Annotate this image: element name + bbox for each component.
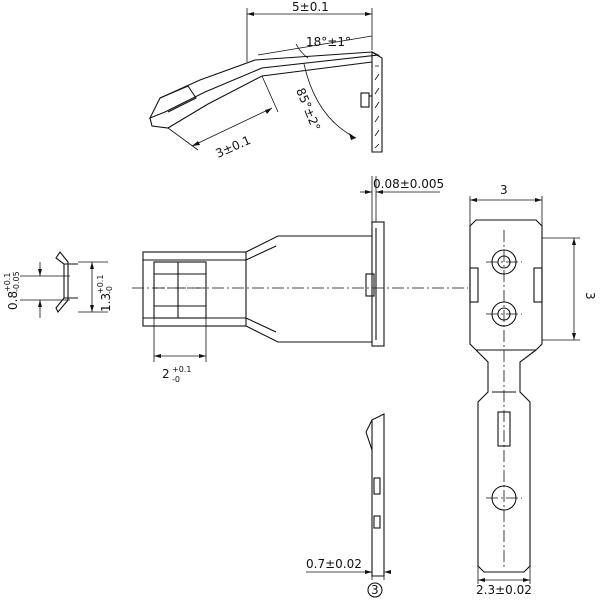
dim-left-height-tol-dn: -0.05 [12,271,21,292]
dim-left-height-tol-up: +0.1 [3,273,12,292]
dim-top-length: 5±0.1 [292,0,329,14]
dim-bend-angle: 18°±1° [306,35,351,49]
dim-left-inner: 1.3 [99,293,113,312]
left-end-view: 0.8 +0.1 -0.05 1.3 +0.1 -0 [3,251,114,318]
dim-front-width-tol-dn: -0 [172,375,180,384]
front-view: 0.08±0.005 2 +0.1 -0 0.7±0.02 3 [132,176,468,598]
dim-front-width: 2 [162,367,170,381]
right-side-view: 3 3 2.3±0.02 [469,183,597,597]
dim-plate-thickness: 0.7±0.02 [306,557,362,571]
dim-left-height: 0.8 [6,291,20,310]
top-bent-view: 5±0.1 18°±1° 85°±2° 3±0.1 [148,0,383,161]
balloon-label: 3 [371,583,379,597]
dim-front-width-tol-up: +0.1 [172,365,191,374]
dim-wall-angle: 85°±2° [293,86,323,133]
dim-height-right: 3 [583,292,597,300]
dim-left-inner-tol-dn: -0 [105,286,114,294]
dim-thickness-top: 0.08±0.005 [373,177,444,191]
dim-bottom-width: 2.3±0.02 [476,583,532,597]
dim-width-right: 3 [500,183,508,197]
dim-left-inner-tol-up: +0.1 [96,275,105,294]
dim-top-tab: 3±0.1 [214,133,253,161]
